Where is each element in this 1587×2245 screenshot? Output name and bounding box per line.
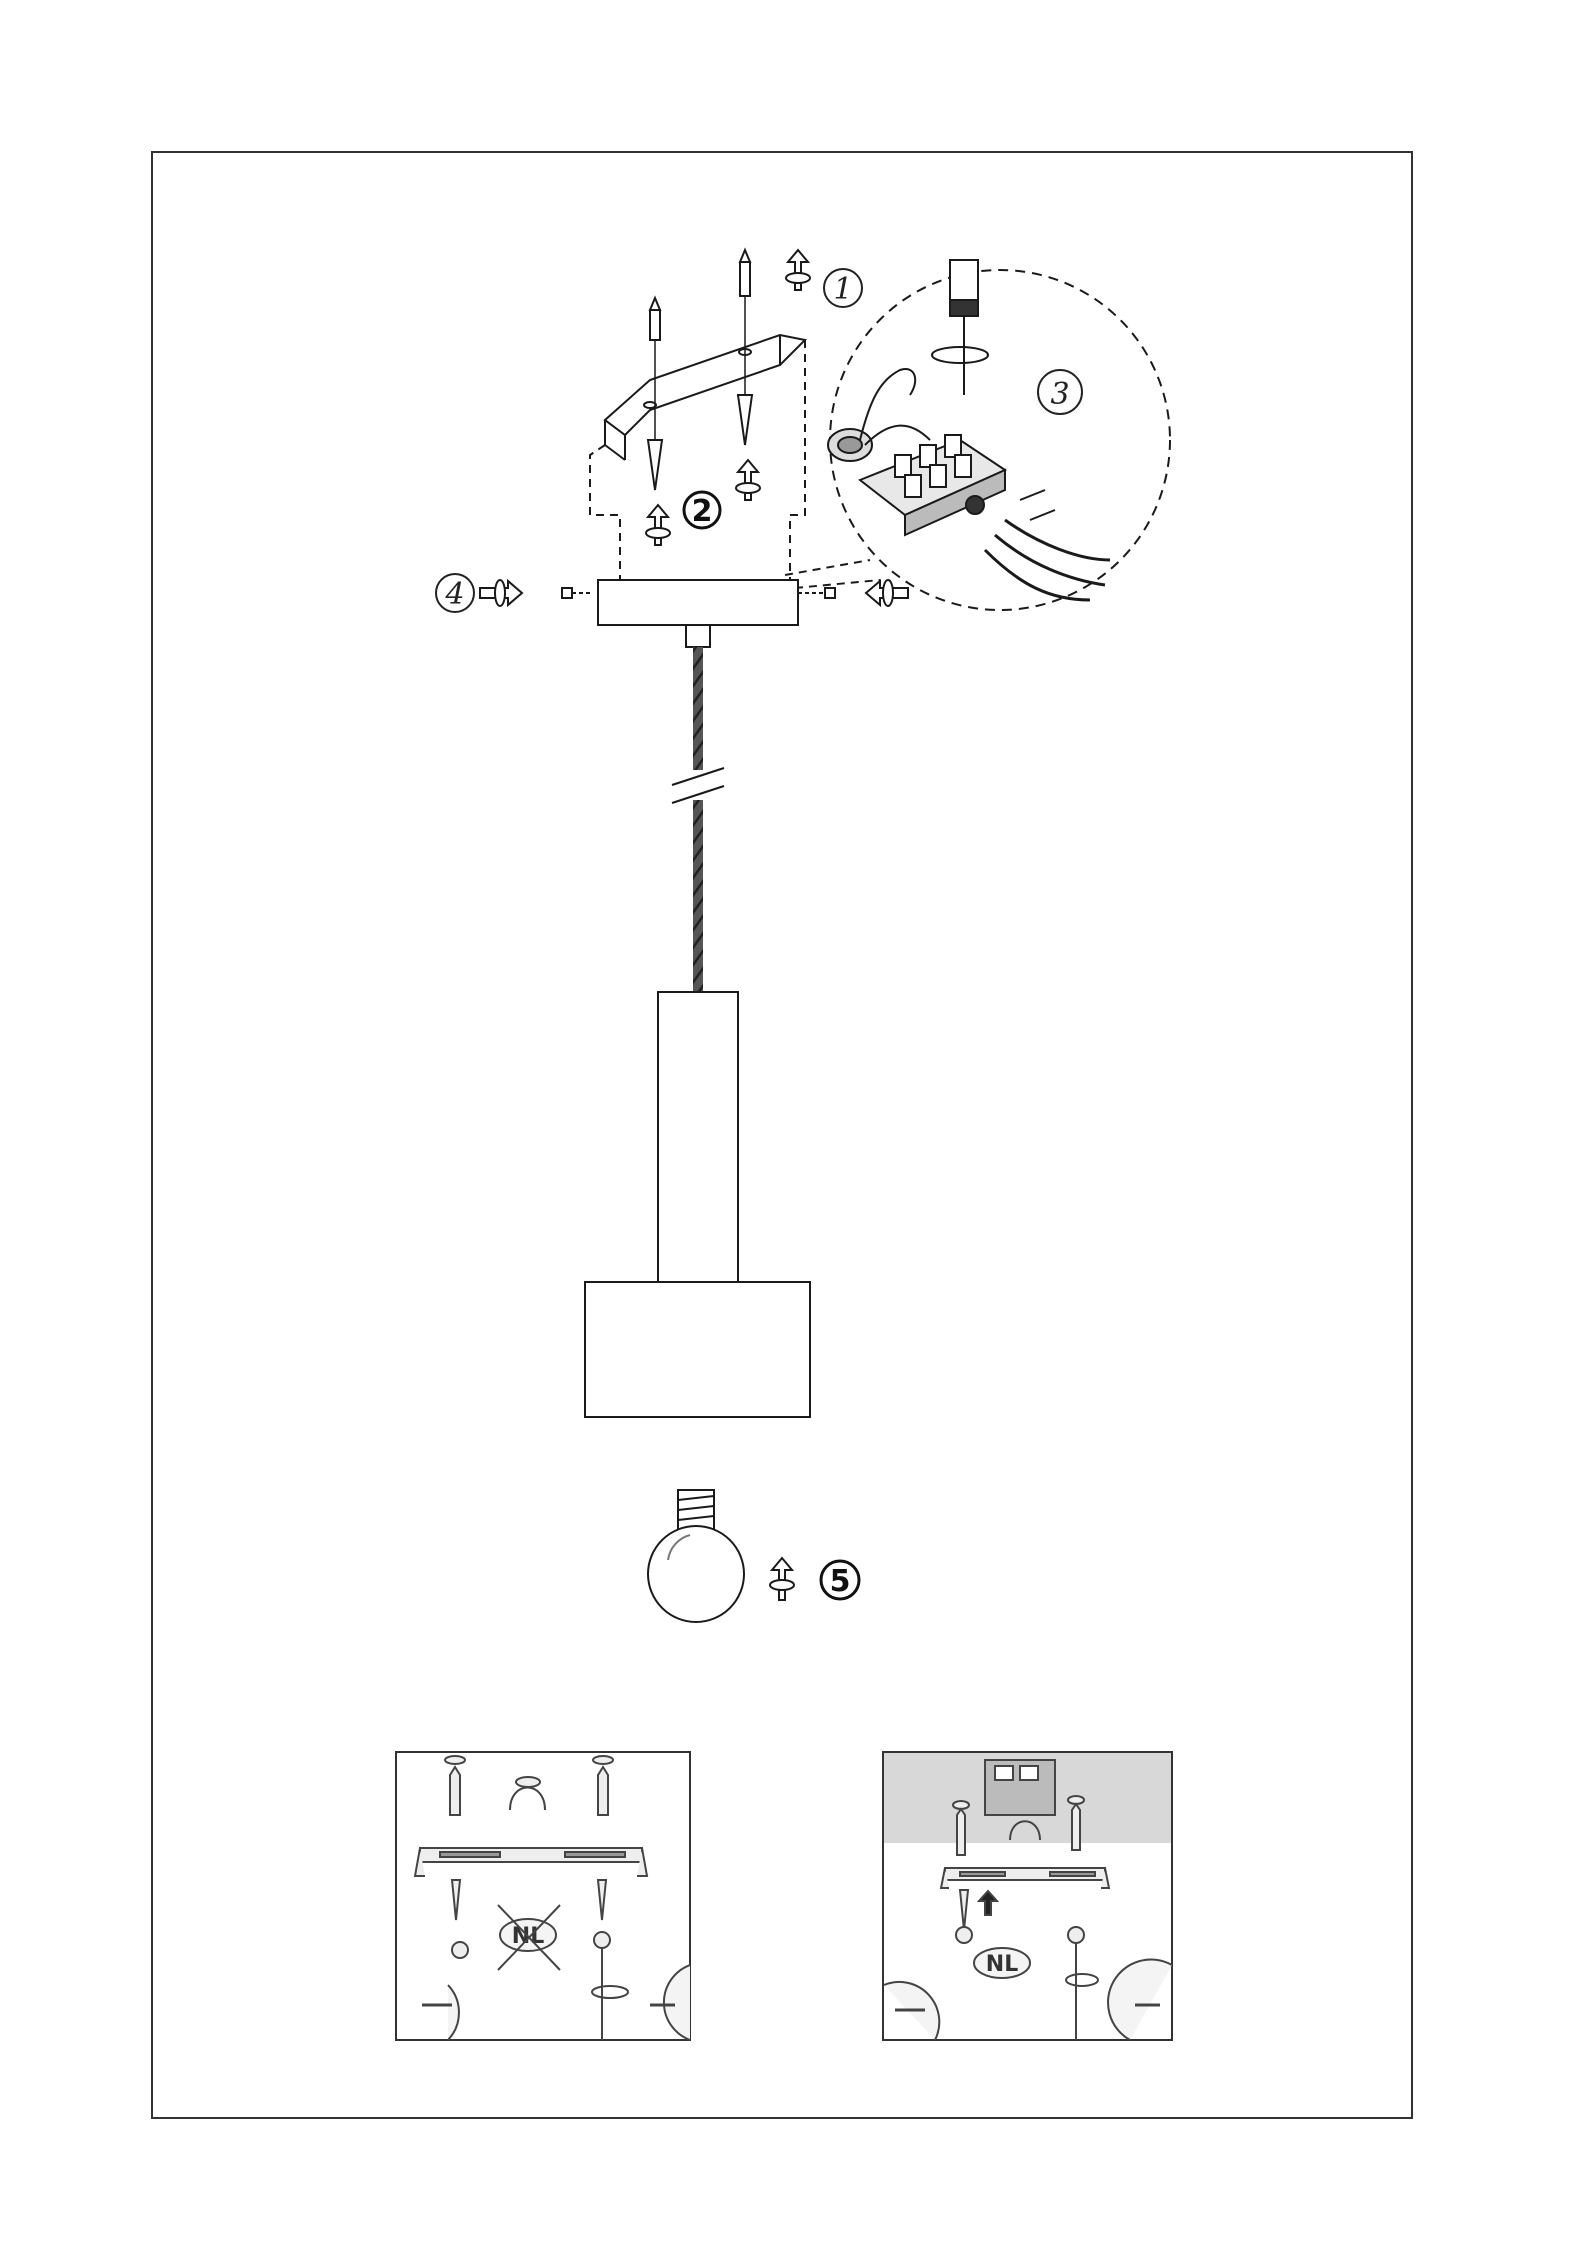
cord-grip xyxy=(686,625,710,647)
rotate-arrow-icon xyxy=(770,1558,794,1600)
lamp-shade xyxy=(585,1282,810,1417)
rotate-arrow-icon xyxy=(736,460,760,500)
step-5-label: 5 xyxy=(830,1564,851,1599)
step-3-label: 3 xyxy=(1050,377,1069,412)
step-2-label: 2 xyxy=(692,494,713,529)
page-frame xyxy=(152,152,1412,2118)
panel-ceiling-install: NL xyxy=(396,1752,690,2040)
side-screw-right xyxy=(798,580,908,606)
twisted-cord xyxy=(693,647,703,992)
rotate-arrow-icon xyxy=(646,505,670,545)
cord-break-mark xyxy=(672,768,724,803)
mounting-bracket xyxy=(605,335,805,460)
nl-label-right: NL xyxy=(986,1952,1018,1977)
detail-circle: 3 xyxy=(828,260,1170,610)
step-1-label: 1 xyxy=(833,272,852,307)
panel-junction-box-install: NL xyxy=(883,1752,1172,2040)
side-screw-left xyxy=(480,580,590,606)
lamp-stem xyxy=(658,992,738,1282)
bulb-icon xyxy=(648,1490,744,1622)
canopy xyxy=(598,580,798,625)
step-4-label: 4 xyxy=(444,577,464,612)
rotate-arrow-icon xyxy=(786,250,810,290)
